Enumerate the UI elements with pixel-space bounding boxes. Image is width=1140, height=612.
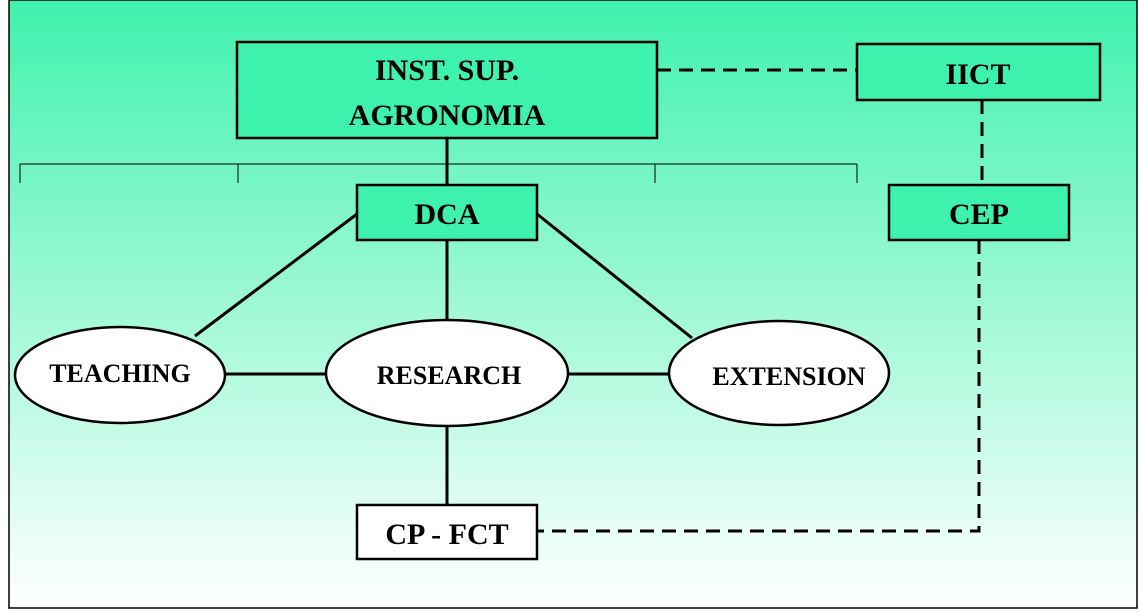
iict-box <box>855 42 1102 102</box>
node-cep: CEP <box>887 183 1071 242</box>
dca-label: DCA <box>415 198 480 231</box>
connector-dca-extension <box>536 212 693 340</box>
cp-fct-box <box>355 503 539 561</box>
dca-box <box>355 183 539 242</box>
node-extension: EXTENSION <box>667 319 891 427</box>
solid-connectors <box>194 138 693 505</box>
department-bracket <box>19 163 858 183</box>
dashed-connectors <box>537 68 984 533</box>
extension-ellipse <box>667 319 891 427</box>
node-iict: IICT <box>855 42 1102 102</box>
cp-fct-label: CP - FCT <box>385 518 508 551</box>
node-inst-sup-agronomia: INST. SUP. AGRONOMIA <box>235 40 659 140</box>
connector-dca-teaching <box>194 212 358 338</box>
inst-sup-agronomia-label-line1: INST. SUP. <box>375 54 519 87</box>
dashed-cep-cpfct <box>537 240 981 533</box>
node-cp-fct: CP - FCT <box>355 503 539 561</box>
node-teaching: TEACHING <box>13 325 227 425</box>
iict-label: IICT <box>945 58 1010 91</box>
teaching-label: TEACHING <box>49 359 191 388</box>
node-dca: DCA <box>355 183 539 242</box>
inst-sup-agronomia-box <box>235 40 659 140</box>
cep-label: CEP <box>949 198 1009 231</box>
node-research: RESEARCH <box>324 318 570 428</box>
research-label: RESEARCH <box>377 361 521 390</box>
inst-sup-agronomia-label-line2: AGRONOMIA <box>349 99 546 132</box>
research-ellipse <box>324 318 570 428</box>
cep-box <box>887 183 1071 242</box>
extension-label: EXTENSION <box>712 362 865 391</box>
teaching-ellipse <box>13 325 227 425</box>
